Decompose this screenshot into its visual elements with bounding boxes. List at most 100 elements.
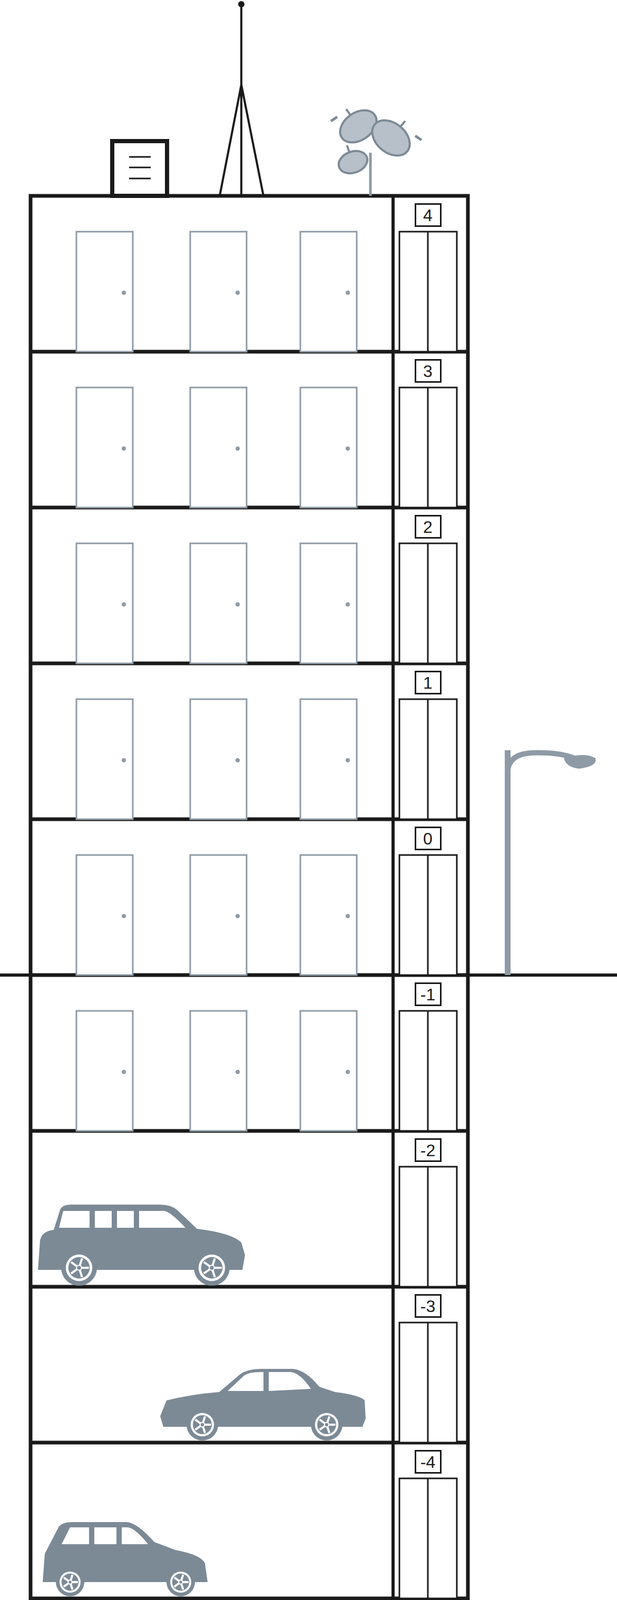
apartment-door — [76, 699, 133, 820]
floor-number-box: 2 — [414, 515, 442, 540]
wheel-ring — [315, 1414, 339, 1438]
elevator-door-split — [427, 1323, 429, 1444]
wheel-tire — [166, 1569, 195, 1598]
dish-bowl — [365, 113, 417, 163]
apartment-door — [300, 699, 357, 820]
floor-number: 3 — [423, 363, 433, 380]
street-lamp — [504, 750, 596, 976]
lamp-head — [563, 755, 596, 770]
apartment-door — [76, 1011, 133, 1132]
elevator-door — [399, 543, 457, 664]
roof-access-box — [112, 141, 168, 197]
floor-number: -4 — [420, 1454, 436, 1472]
floor-number: 1 — [423, 674, 433, 692]
satellite-dish — [333, 140, 371, 178]
wheel-hub — [209, 1266, 215, 1272]
vent-line — [129, 156, 151, 159]
car-window — [59, 1211, 90, 1229]
door-outline — [300, 543, 357, 664]
wheel-rim — [61, 1574, 79, 1592]
apartment-door — [76, 387, 133, 508]
elevator-door — [399, 1167, 457, 1288]
apartment-door — [190, 231, 247, 352]
wheel-tire — [61, 1250, 97, 1287]
door-outline — [300, 387, 357, 508]
door-knob — [345, 602, 350, 607]
antenna-mast — [240, 4, 243, 197]
lamp-pole — [504, 750, 511, 976]
door-outline — [76, 543, 133, 664]
car-window — [268, 1373, 311, 1393]
wheel-hub — [76, 1266, 82, 1272]
door-outline — [300, 231, 357, 352]
floor-number: 2 — [423, 518, 433, 536]
apartment-door — [190, 855, 247, 976]
car-window — [116, 1211, 134, 1229]
floor-number: -2 — [420, 1142, 436, 1160]
apartment-door — [300, 1011, 357, 1132]
door-knob — [235, 602, 240, 607]
hatchback-car — [42, 1523, 208, 1598]
car-window — [139, 1211, 186, 1229]
vent-line — [129, 178, 151, 180]
floor-number: 4 — [423, 207, 433, 224]
door-outline — [190, 855, 247, 976]
wheel-ring — [190, 1414, 214, 1438]
apartment-door — [190, 387, 247, 508]
satellite-dish — [365, 107, 421, 163]
door-knob — [345, 914, 350, 919]
door-knob — [235, 914, 240, 919]
floor-number-box: 1 — [414, 671, 442, 695]
floor-number-box: -2 — [414, 1139, 442, 1163]
wheel-tire — [55, 1569, 85, 1598]
door-knob — [235, 446, 240, 452]
door-knob — [121, 290, 126, 296]
antenna-tip — [238, 1, 245, 8]
wheel-rim — [192, 1416, 212, 1436]
dish-bowl — [335, 147, 371, 178]
apartment-door — [190, 543, 247, 664]
elevator-door — [399, 1479, 457, 1600]
wheel-ring — [65, 1255, 93, 1282]
wheel-rim — [68, 1258, 91, 1280]
dish-feed — [330, 116, 422, 141]
wheel-ring — [198, 1255, 225, 1282]
vent-line — [129, 167, 151, 169]
elevator-door — [399, 699, 457, 820]
door-knob — [235, 758, 240, 763]
elevator-door — [399, 855, 457, 976]
apartment-door — [300, 855, 357, 976]
floor-number-box: 3 — [414, 359, 442, 384]
elevator-door — [399, 1323, 457, 1444]
door-knob — [121, 446, 126, 452]
elevator-door — [399, 231, 457, 352]
dish-pole — [369, 152, 372, 197]
wheel-rim — [317, 1416, 337, 1436]
door-outline — [300, 699, 357, 820]
door-knob — [345, 758, 350, 763]
floor-number-box: 4 — [414, 203, 442, 228]
elevator-door-frame — [399, 1479, 457, 1600]
elevator-door-split — [427, 699, 429, 820]
antenna-legs — [219, 84, 264, 197]
sedan-car — [160, 1369, 366, 1442]
door-knob — [121, 602, 126, 607]
floor-number-box: -1 — [414, 983, 442, 1007]
door-outline — [190, 543, 247, 664]
apartment-door — [190, 699, 247, 820]
wheel-ring — [170, 1572, 192, 1594]
apartment-door — [300, 387, 357, 508]
door-outline — [76, 855, 133, 976]
door-outline — [76, 1011, 133, 1132]
apartment-door — [76, 543, 133, 664]
door-knob — [345, 1070, 350, 1075]
door-knob — [345, 290, 350, 296]
floor-number: -1 — [420, 986, 436, 1004]
elevator-door-frame — [399, 1011, 457, 1132]
apartment-door — [300, 543, 357, 664]
lamp-arm — [507, 753, 575, 775]
elevator-door-split — [427, 1167, 429, 1288]
floor-number-box: -4 — [414, 1451, 442, 1475]
roof-box-outline — [112, 141, 168, 197]
